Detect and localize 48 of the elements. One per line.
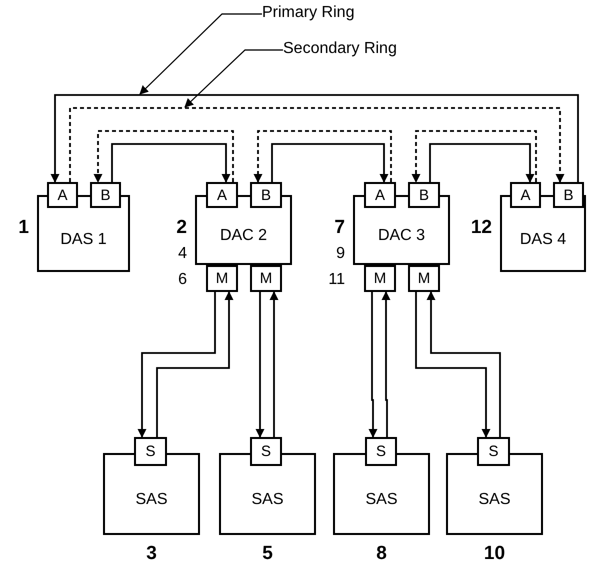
- port-box: M: [250, 265, 282, 292]
- port-box: A: [47, 182, 78, 208]
- link-arrow: [415, 292, 490, 438]
- port-box: B: [408, 182, 440, 208]
- port-box: M: [206, 265, 238, 292]
- station-number: 12: [470, 217, 492, 239]
- link-arrow: [382, 291, 390, 437]
- station-number: 10: [482, 543, 506, 565]
- station-number: 9: [336, 245, 345, 263]
- station-number: 7: [334, 217, 345, 239]
- port-box: S: [250, 437, 282, 466]
- station-number: 5: [261, 543, 274, 565]
- link-arrow: [94, 130, 234, 183]
- link-arrow: [69, 107, 564, 183]
- link-arrow: [412, 130, 537, 183]
- port-box: B: [553, 182, 584, 208]
- callout-label: Primary Ring: [262, 4, 374, 24]
- link-arrow: [50, 94, 579, 183]
- link-arrow: [270, 291, 278, 437]
- station-number: 8: [375, 543, 388, 565]
- station-number: 6: [178, 271, 187, 289]
- link-arrow: [271, 143, 388, 183]
- leader-line: [139, 13, 262, 95]
- port-box: A: [206, 182, 238, 208]
- station-number: 3: [145, 543, 158, 565]
- station-number: 4: [178, 245, 187, 263]
- port-box: A: [510, 182, 541, 208]
- port-box: B: [90, 182, 121, 208]
- port-box: M: [408, 265, 440, 292]
- port-box: B: [250, 182, 282, 208]
- port-box: A: [364, 182, 396, 208]
- port-box: M: [364, 265, 396, 292]
- port-box: S: [134, 437, 167, 466]
- link-arrow: [254, 130, 392, 183]
- link-arrow: [256, 292, 264, 438]
- port-box: S: [365, 437, 397, 466]
- station-number: 11: [328, 271, 345, 289]
- link-arrow: [111, 143, 230, 183]
- link-arrow: [429, 143, 534, 183]
- port-box: S: [477, 437, 510, 466]
- leader-line: [184, 49, 283, 108]
- link-arrow: [368, 292, 378, 438]
- link-arrow: [426, 291, 501, 437]
- station-number: 2: [176, 217, 187, 239]
- link-arrow: [138, 292, 216, 438]
- station-number: 1: [18, 217, 29, 239]
- link-arrow: [156, 291, 234, 437]
- callout-label: Secondary Ring: [283, 40, 415, 60]
